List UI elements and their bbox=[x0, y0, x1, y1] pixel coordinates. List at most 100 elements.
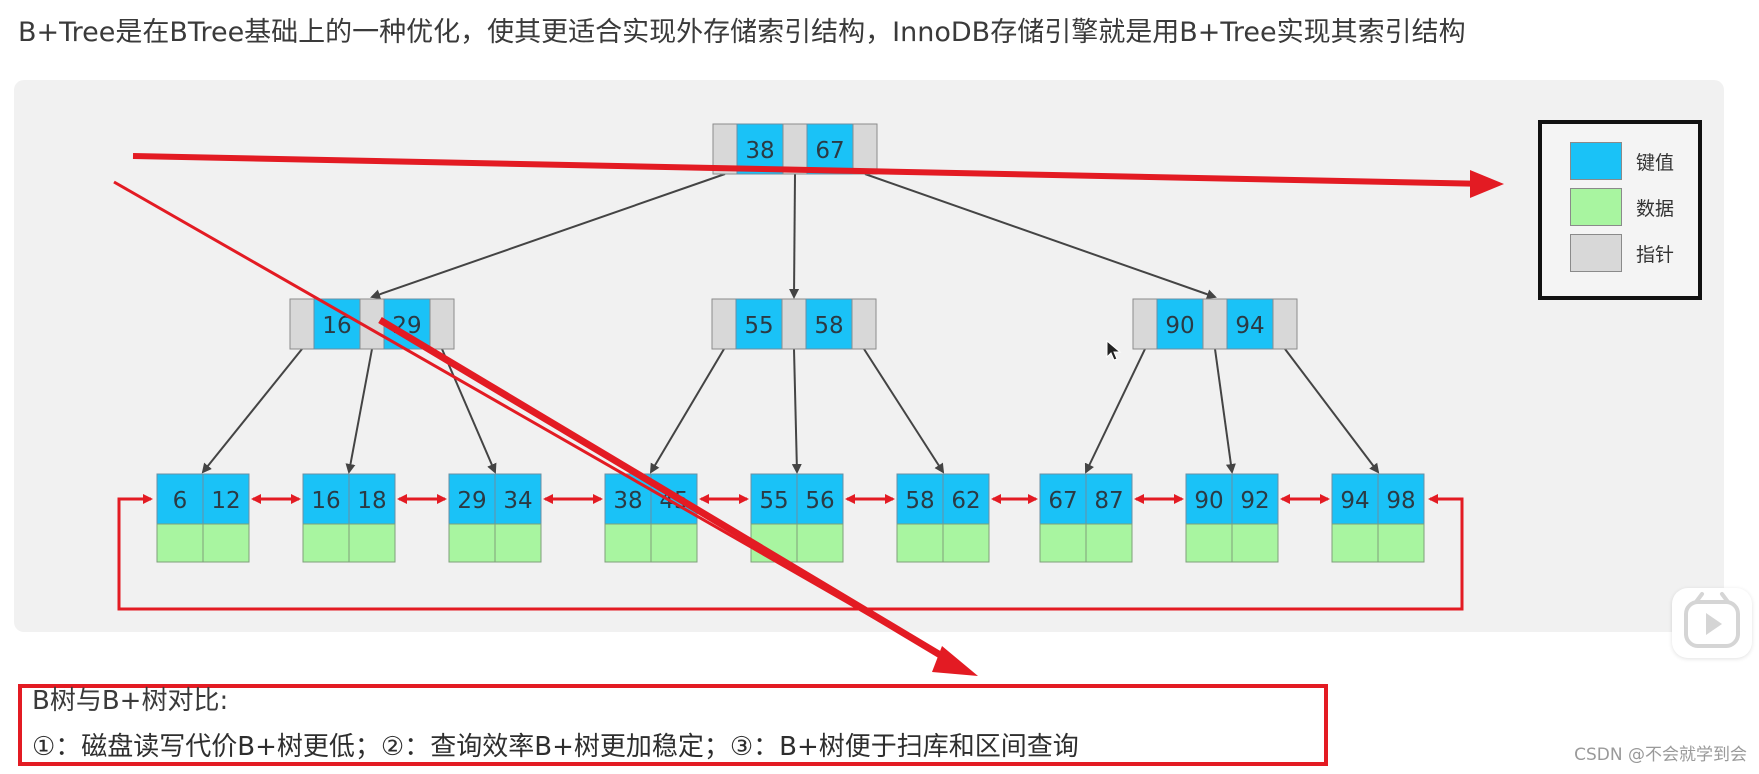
key-label: 90 bbox=[1194, 488, 1223, 514]
data-cell bbox=[1377, 523, 1425, 563]
tree-edge bbox=[1284, 348, 1380, 474]
key-label: 87 bbox=[1094, 488, 1123, 514]
leaf-node-9: 94 98 bbox=[1331, 473, 1425, 563]
summary-title: B树与B+树对比: bbox=[32, 686, 229, 716]
tree-edge bbox=[345, 348, 373, 474]
play-button[interactable] bbox=[1672, 588, 1752, 658]
internal-node-2: 55 58 bbox=[711, 298, 877, 350]
tree-edge bbox=[441, 348, 497, 474]
key-label: 56 bbox=[805, 488, 834, 514]
key-cell bbox=[604, 473, 652, 525]
leaf-node-6: 58 62 bbox=[896, 473, 990, 563]
internal-node-3: 90 94 bbox=[1132, 298, 1298, 350]
key-label: 38 bbox=[745, 138, 774, 164]
key-cell bbox=[202, 473, 250, 525]
key-label: 94 bbox=[1340, 488, 1369, 514]
annotation-arrow-to-legend bbox=[132, 153, 1492, 189]
annotation-arrowhead-summary bbox=[932, 646, 978, 676]
pointer-cell bbox=[1132, 298, 1158, 350]
key-label: 6 bbox=[173, 488, 188, 514]
key-label: 12 bbox=[211, 488, 240, 514]
key-label: 38 bbox=[613, 488, 642, 514]
key-label: 98 bbox=[1386, 488, 1415, 514]
key-label: 62 bbox=[951, 488, 980, 514]
data-cell bbox=[942, 523, 990, 563]
annotation-arrowhead-legend bbox=[1470, 170, 1504, 198]
key-label: 58 bbox=[814, 313, 843, 339]
annotation-arrow-to-summary bbox=[378, 316, 964, 672]
summary-box bbox=[18, 684, 1328, 766]
tree-edge bbox=[1214, 348, 1236, 474]
pointer-cell bbox=[852, 123, 878, 175]
key-cell bbox=[1331, 473, 1379, 525]
key-label: 55 bbox=[759, 488, 788, 514]
key-label: 92 bbox=[1240, 488, 1269, 514]
tree-edge bbox=[791, 348, 802, 474]
key-cell bbox=[494, 473, 542, 525]
key-cell bbox=[805, 298, 853, 350]
data-cell bbox=[202, 523, 250, 563]
data-cell bbox=[1185, 523, 1233, 563]
data-cell bbox=[302, 523, 350, 563]
tree-edge bbox=[370, 173, 726, 300]
key-label: 67 bbox=[815, 138, 844, 164]
key-cell bbox=[1039, 473, 1087, 525]
legend-swatch-key bbox=[1570, 142, 1622, 180]
key-cell bbox=[942, 473, 990, 525]
key-label: 94 bbox=[1235, 313, 1264, 339]
key-cell bbox=[1377, 473, 1425, 525]
data-cell bbox=[896, 523, 944, 563]
legend: 键值 数据 指针 bbox=[1538, 120, 1702, 300]
pointer-cell bbox=[289, 298, 315, 350]
data-cell bbox=[448, 523, 496, 563]
data-cell bbox=[348, 523, 396, 563]
legend-swatch-pointer bbox=[1570, 234, 1622, 272]
tree-edge bbox=[864, 173, 1217, 300]
data-cell bbox=[650, 523, 698, 563]
key-label: 90 bbox=[1165, 313, 1194, 339]
tree-edge bbox=[1084, 348, 1146, 474]
intro-text: B+Tree是在BTree基础上的一种优化，使其更适合实现外存储索引结构，Inn… bbox=[18, 17, 1466, 48]
pointer-cell bbox=[851, 298, 877, 350]
key-label: 34 bbox=[503, 488, 532, 514]
tree-edge bbox=[649, 348, 725, 474]
key-label: 16 bbox=[311, 488, 340, 514]
leaf-node-8: 90 92 bbox=[1185, 473, 1279, 563]
pointer-cell bbox=[1202, 298, 1228, 350]
key-label: 16 bbox=[322, 313, 351, 339]
key-label: 58 bbox=[905, 488, 934, 514]
key-label: 18 bbox=[357, 488, 386, 514]
pointer-cell bbox=[429, 298, 455, 350]
data-cell bbox=[1039, 523, 1087, 563]
leaf-node-1: 6 12 bbox=[156, 473, 250, 563]
legend-swatch-data bbox=[1570, 188, 1622, 226]
key-cell bbox=[1231, 473, 1279, 525]
key-cell bbox=[348, 473, 396, 525]
watermark: CSDN @不会就学到会 bbox=[1574, 745, 1747, 765]
pointer-cell bbox=[711, 298, 737, 350]
mouse-cursor-icon bbox=[1106, 340, 1122, 361]
key-cell bbox=[448, 473, 496, 525]
data-cell bbox=[156, 523, 204, 563]
key-label: 55 bbox=[744, 313, 773, 339]
key-cell bbox=[156, 473, 204, 525]
data-cell bbox=[1085, 523, 1133, 563]
key-cell bbox=[806, 123, 854, 175]
data-cell bbox=[604, 523, 652, 563]
key-cell bbox=[1085, 473, 1133, 525]
legend-label-data: 数据 bbox=[1636, 198, 1675, 220]
pointer-cell bbox=[781, 298, 807, 350]
key-cell bbox=[313, 298, 361, 350]
data-cell bbox=[796, 523, 844, 563]
leaf-node-5: 55 56 bbox=[750, 473, 844, 563]
data-cell bbox=[1331, 523, 1379, 563]
tree-edge bbox=[863, 348, 945, 474]
key-cell bbox=[1226, 298, 1274, 350]
legend-label-key: 键值 bbox=[1636, 152, 1675, 174]
key-cell bbox=[302, 473, 350, 525]
key-label: 29 bbox=[457, 488, 486, 514]
